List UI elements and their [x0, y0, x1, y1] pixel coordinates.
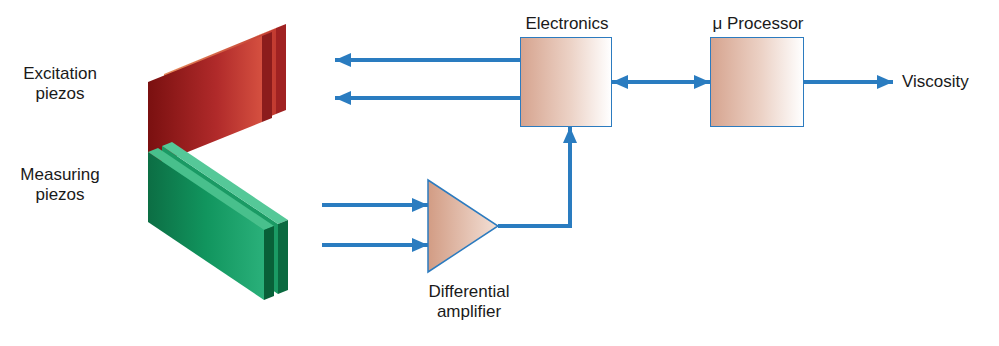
node-label: Measuring piezos: [8, 165, 112, 205]
signal-arrow: [498, 127, 570, 226]
plate-side: [276, 24, 286, 114]
measuring-piezos: Measuring piezos: [140, 140, 322, 305]
signal-arrow: [612, 80, 710, 84]
processor-box: μ Processor: [710, 37, 804, 127]
amplifier-triangle: [428, 180, 498, 272]
plate-side: [264, 226, 274, 300]
differential-amplifier-shape: [428, 180, 498, 272]
differential-amplifier: Differential amplifier: [428, 180, 498, 272]
plate-edge: [148, 32, 272, 82]
output-arrow: [804, 80, 893, 84]
node-label: Differential amplifier: [413, 282, 525, 322]
measuring-piezos-shape: [140, 140, 322, 305]
node-label: μ Processor: [712, 14, 803, 34]
plate-edge: [148, 148, 274, 230]
plate-side: [262, 32, 272, 122]
electronics-box: Electronics: [520, 37, 612, 127]
signal-arrow: [335, 58, 520, 62]
output-label: Viscosity: [902, 72, 969, 92]
node-label: Electronics: [525, 14, 608, 34]
signal-arrow: [335, 96, 520, 100]
node-label: Excitation piezos: [8, 64, 112, 104]
plate-side: [278, 220, 288, 294]
signal-arrow: [322, 243, 428, 247]
plate-face: [148, 152, 264, 300]
signal-arrow: [322, 203, 428, 207]
